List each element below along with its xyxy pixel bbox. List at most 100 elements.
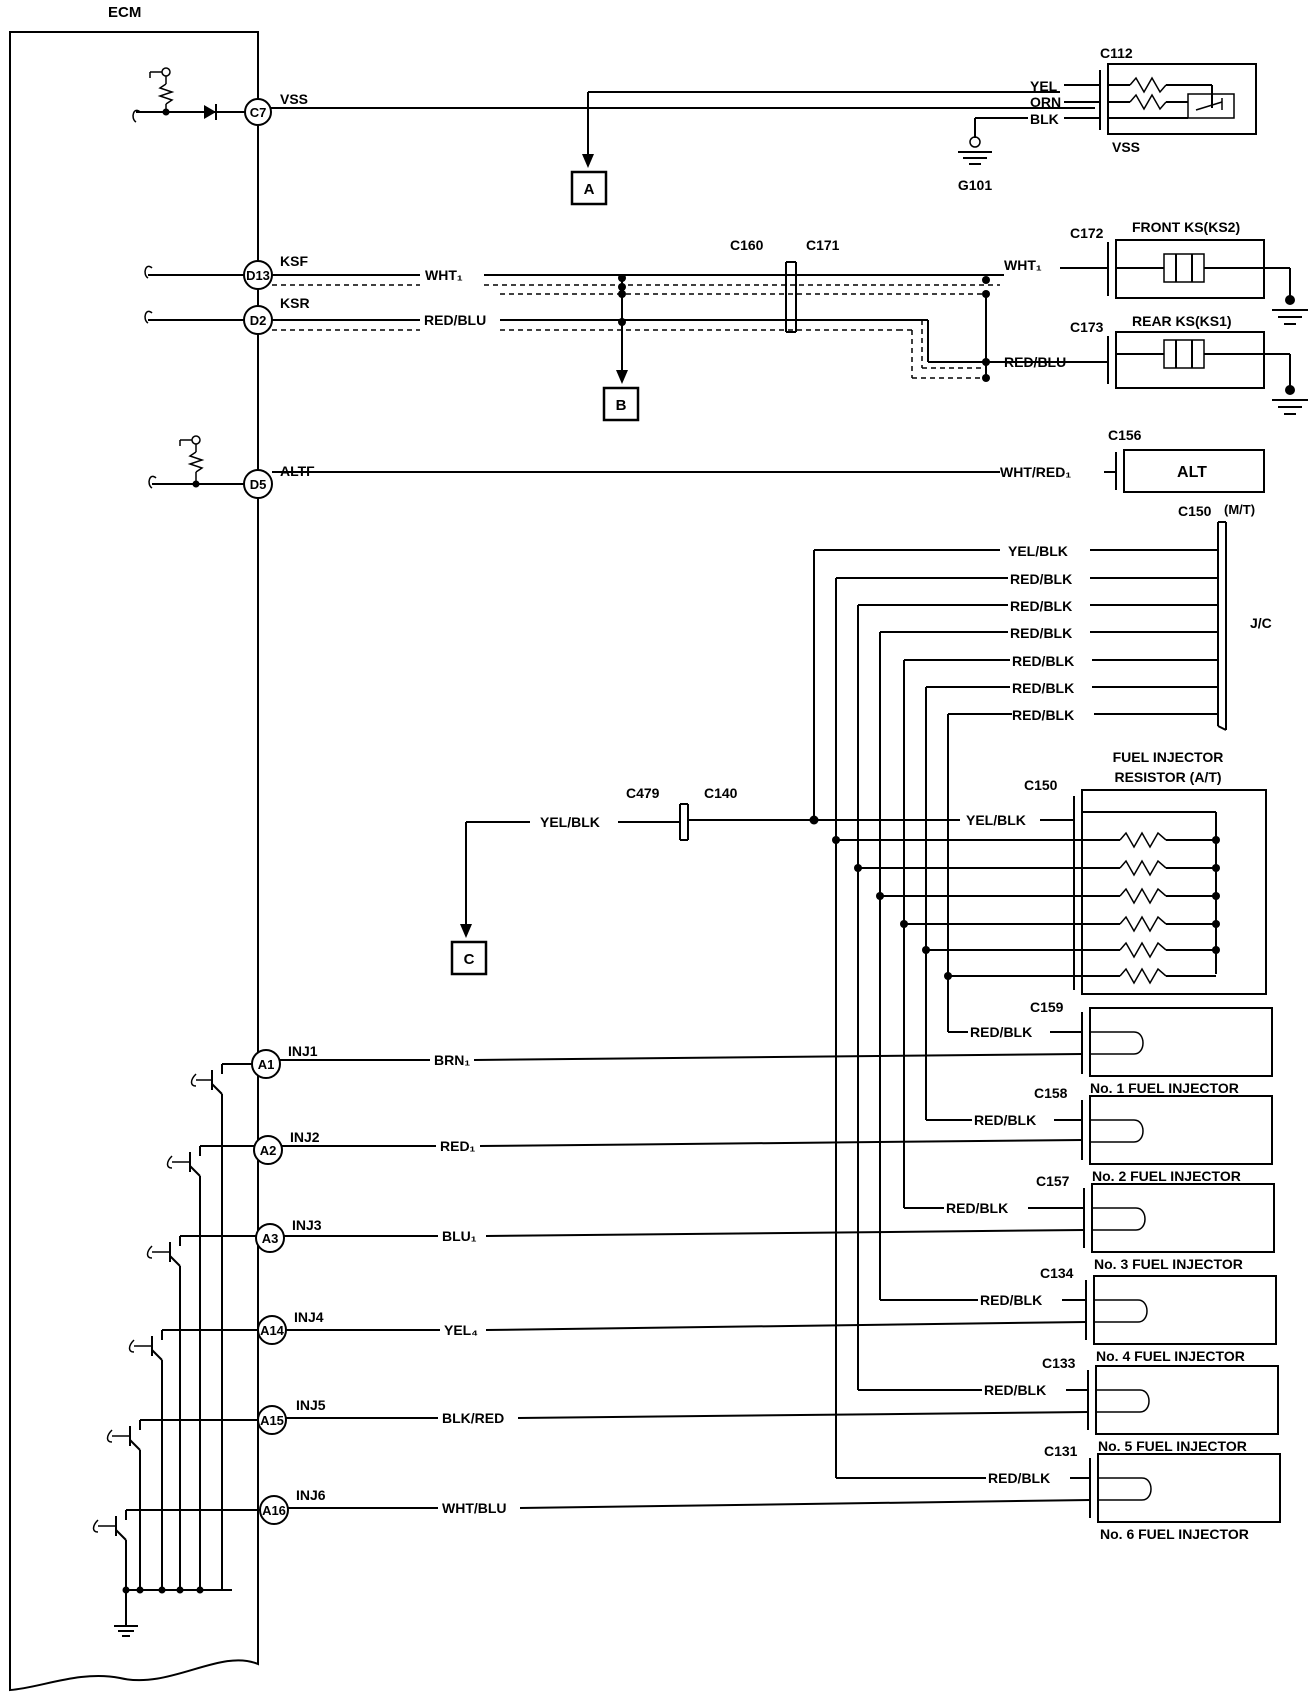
signal-inj1: INJ1	[288, 1043, 318, 1059]
wire-ksr-right: RED/BLU	[1004, 354, 1066, 370]
pin-c7	[244, 98, 272, 126]
connector-c159-label: C159	[1030, 999, 1064, 1015]
connector-c171-label: C171	[806, 237, 840, 253]
wire-vss-blk: BLK	[1030, 111, 1059, 127]
injector-2-box	[1089, 1095, 1273, 1165]
connector-c173-label: C173	[1070, 319, 1104, 335]
vss-component-label: VSS	[1112, 139, 1140, 155]
signal-inj3: INJ3	[292, 1217, 322, 1233]
signal-ksr: KSR	[280, 295, 310, 311]
fuel-injector-resistor: FUEL INJECTOR RESISTOR (A/T) C150	[832, 749, 1267, 995]
alt-label: ALT	[1177, 464, 1207, 481]
pin-d5	[243, 469, 273, 499]
connector-c150-mt-suffix: (M/T)	[1224, 502, 1255, 517]
wire-ksr-left: RED/BLU	[424, 312, 486, 328]
resistor-label-line1: FUEL INJECTOR	[1113, 749, 1224, 765]
ground-g101-label: G101	[958, 177, 992, 193]
injector-3-box	[1091, 1183, 1275, 1253]
connector-c157-label: C157	[1036, 1173, 1070, 1189]
resistor-rows	[832, 831, 1220, 985]
resistor-box	[1081, 789, 1267, 995]
jc-label: J/C	[1250, 615, 1272, 631]
connector-c131-label: C131	[1044, 1443, 1078, 1459]
wire-vss-yel: YEL	[1030, 78, 1058, 94]
connector-c140-label: C140	[704, 785, 738, 801]
connector-c133-label: C133	[1042, 1355, 1076, 1371]
wire-inj-ecm-3: YEL₄	[444, 1322, 478, 1338]
pin-a1-label: A1	[258, 1057, 275, 1072]
offpage-a	[570, 170, 608, 206]
injector-6-label: No. 6 FUEL INJECTOR	[1100, 1526, 1249, 1542]
connector-c156-label: C156	[1108, 427, 1142, 443]
pin-a16-label: A16	[262, 1503, 286, 1518]
offpage-a-label: A	[584, 181, 595, 198]
wire-inj-ecm-2: BLU₁	[442, 1228, 477, 1244]
connector-c160-label: C160	[730, 237, 764, 253]
signal-inj6: INJ6	[296, 1487, 326, 1503]
wire-jc-4: RED/BLK	[1012, 653, 1074, 669]
wire-resistor-yelblk: YEL/BLK	[966, 812, 1026, 828]
wire-ksf-right: WHT₁	[1004, 257, 1042, 273]
wire-jc-2: RED/BLK	[1010, 598, 1072, 614]
wire-jc-1: RED/BLK	[1010, 571, 1072, 587]
wire-inj-ecm-1: RED₁	[440, 1138, 476, 1154]
wire-inj-feed-2: RED/BLK	[946, 1200, 1008, 1216]
offpage-b	[602, 386, 640, 422]
connector-c172-label: C172	[1070, 225, 1104, 241]
wire-vss-orn: ORN	[1030, 94, 1061, 110]
injector-3-label: No. 3 FUEL INJECTOR	[1094, 1256, 1243, 1272]
junction-connector: C150 (M/T) J/C YEL/BLK RED/BLK RED/BLK R…	[814, 502, 1272, 731]
pin-c7-label: C7	[250, 105, 267, 120]
pin-d5-label: D5	[250, 477, 267, 492]
pin-a2-label: A2	[260, 1143, 277, 1158]
signal-inj2: INJ2	[290, 1129, 320, 1145]
wire-jc-5: RED/BLK	[1012, 680, 1074, 696]
alt-box	[1123, 449, 1265, 493]
pin-a3-label: A3	[262, 1231, 279, 1246]
vss-sensor-box	[1107, 63, 1257, 135]
signal-vss: VSS	[280, 91, 308, 107]
connector-c158-label: C158	[1034, 1085, 1068, 1101]
rear-ks-box	[1115, 331, 1265, 389]
injectors: RED/BLK RED/BLK RED/BLK RED/BLK RED/BLK …	[836, 999, 1281, 1542]
knock-sensor-circuit: D13 KSF D2 KSR WHT₁ RED/BLU B C160 C171	[144, 219, 1308, 422]
offpage-c-label: C	[464, 951, 475, 968]
alt-circuit: D5 ALTF WHT/RED₁ C156 ALT	[148, 427, 1265, 499]
pin-a14-label: A14	[260, 1323, 285, 1338]
wire-inj-feed-0: RED/BLK	[970, 1024, 1032, 1040]
wire-jc-0: YEL/BLK	[1008, 543, 1068, 559]
injector-feed-bus	[813, 550, 949, 1478]
injector-6-box	[1097, 1453, 1281, 1523]
wire-altf: WHT/RED₁	[1000, 464, 1071, 480]
wire-inj-ecm-5: WHT/BLU	[442, 1500, 507, 1516]
wire-inj-ecm-4: BLK/RED	[442, 1410, 504, 1426]
wire-inj-ecm-0: BRN₁	[434, 1052, 470, 1068]
connector-c150-at-label: C150	[1024, 777, 1058, 793]
connector-c134-label: C134	[1040, 1265, 1074, 1281]
wire-inj-feed-1: RED/BLK	[974, 1112, 1036, 1128]
wire-jc-3: RED/BLK	[1010, 625, 1072, 641]
pin-a3	[255, 1223, 285, 1253]
yel-blk-branch: C YEL/BLK C479 C140 YEL/BLK	[450, 785, 1074, 976]
injector-1-box	[1089, 1007, 1273, 1077]
offpage-c	[450, 940, 488, 976]
wire-inj-feed-3: RED/BLK	[980, 1292, 1042, 1308]
ecm-label: ECM	[108, 4, 141, 21]
injector-4-label: No. 4 FUEL INJECTOR	[1096, 1348, 1245, 1364]
signal-inj4: INJ4	[294, 1309, 324, 1325]
connector-c150-mt-label: C150	[1178, 503, 1212, 519]
rear-ks-label: REAR KS(KS1)	[1132, 313, 1232, 329]
injector-2-label: No. 2 FUEL INJECTOR	[1092, 1168, 1241, 1184]
connector-c112-label: C112	[1100, 45, 1133, 61]
pin-d2-label: D2	[250, 313, 267, 328]
injector-1-label: No. 1 FUEL INJECTOR	[1090, 1080, 1239, 1096]
pin-d13-label: D13	[246, 268, 270, 283]
wire-inj-feed-4: RED/BLK	[984, 1382, 1046, 1398]
wire-inj-feed-5: RED/BLK	[988, 1470, 1050, 1486]
wire-ksf-left: WHT₁	[425, 267, 463, 283]
vss-circuit: C7 VSS A YEL ORN BLK G101 C112	[132, 45, 1257, 206]
connector-c479-label: C479	[626, 785, 660, 801]
front-ks-label: FRONT KS(KS2)	[1132, 219, 1240, 235]
offpage-b-label: B	[616, 397, 627, 414]
